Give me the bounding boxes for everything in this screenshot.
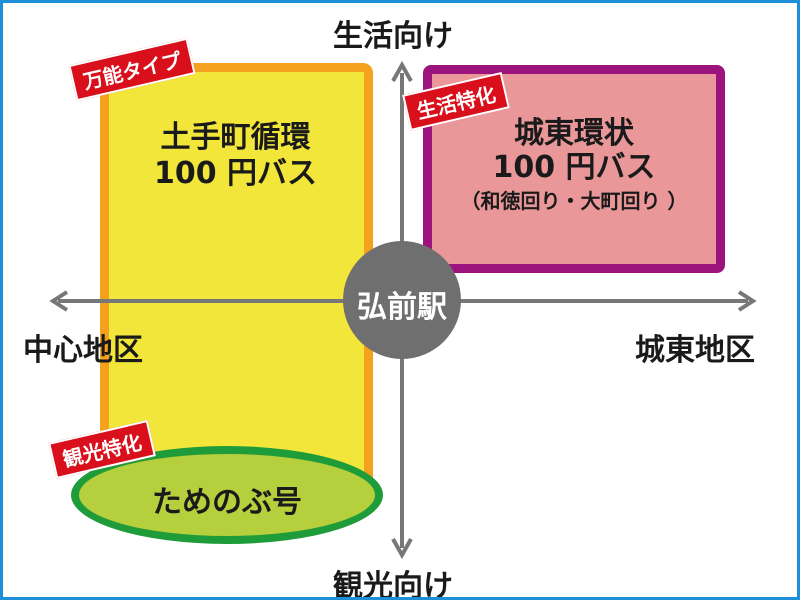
axis-label-left: 中心地区 <box>23 333 143 368</box>
arrow-down-icon <box>391 538 413 560</box>
yellow-route-name: 土手町循環 <box>160 120 311 155</box>
station-circle <box>343 241 461 359</box>
axis-label-bottom: 観光向け <box>333 569 453 600</box>
station-label: 弘前駅 <box>357 290 447 325</box>
pink-route-name: 城東環状 <box>514 116 634 151</box>
pink-route-fare: 100 円バス <box>492 150 656 185</box>
yellow-route-fare: 100 円バス <box>153 156 318 191</box>
axis-label-right: 城東地区 <box>635 333 755 368</box>
axis-label-top: 生活向け <box>333 19 453 54</box>
arrow-right-icon <box>737 290 757 312</box>
arrow-up-icon <box>391 60 413 82</box>
arrow-left-icon <box>49 290 69 312</box>
pink-route-variants: （和徳回り・大町回り ） <box>460 189 688 213</box>
green-route-name: ためのぶ号 <box>152 485 302 520</box>
